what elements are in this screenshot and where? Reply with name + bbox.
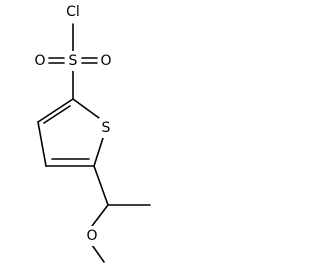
ether-oxygen-atom-label: O [86, 228, 97, 244]
bond-c3-c4 [37, 121, 47, 167]
sulfonyl-oxygen-left-atom-label: O [34, 53, 45, 69]
bond-ch-o [91, 204, 109, 227]
ring-sulfur-atom-label: S [102, 120, 111, 136]
bond-c2-c3 [37, 98, 74, 123]
bond-c2-c3-inner [43, 105, 71, 124]
bond-c5-sring [93, 137, 104, 167]
bond-c5-ch [93, 165, 109, 206]
sulfonyl-oxygen-right-atom-label: O [100, 53, 111, 69]
bond-sring-c2 [72, 98, 100, 119]
chlorine-atom-label: Cl [66, 4, 80, 20]
bonds [37, 23, 151, 263]
atom-labels: Cl S O O S O [32, 2, 114, 246]
sulfonyl-sulfur-atom-label: S [69, 53, 78, 69]
bond-o-ch3 [91, 244, 105, 263]
chemical-structure-diagram: Cl S O O S O [32, 2, 151, 263]
